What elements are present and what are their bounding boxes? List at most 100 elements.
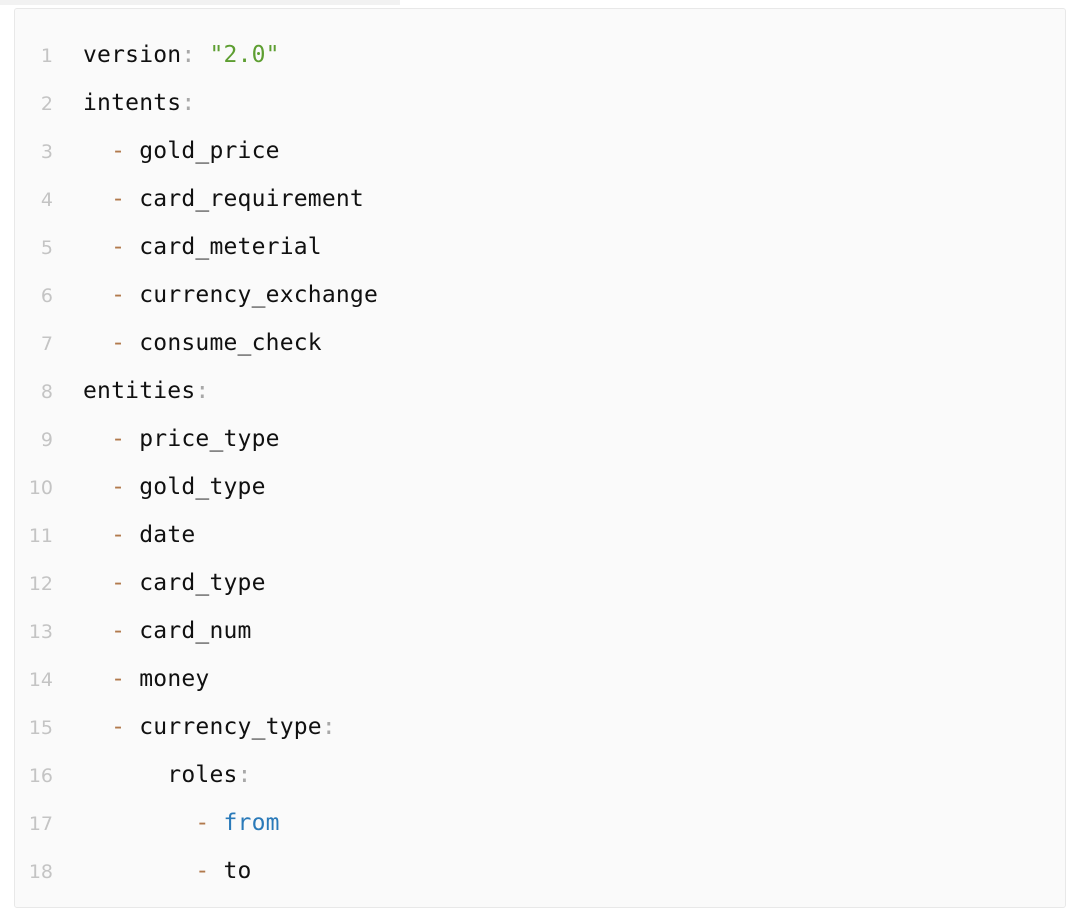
yaml-token-key: card_type	[139, 570, 266, 596]
list-dash-marker: -	[111, 426, 140, 452]
list-dash-marker: -	[111, 618, 140, 644]
indent-spacer	[83, 618, 111, 644]
indent-spacer	[83, 426, 111, 452]
code-line: 5 - card_meterial	[15, 223, 1065, 271]
line-number: 18	[28, 861, 53, 883]
code-line: 16 roles:	[15, 751, 1065, 799]
yaml-token-key: money	[139, 666, 210, 692]
code-line: 15 - currency_type:	[15, 703, 1065, 751]
yaml-token-key: to	[223, 858, 252, 884]
yaml-token-key: roles	[167, 762, 238, 788]
indent-spacer	[83, 522, 111, 548]
yaml-token-key: currency_type	[139, 714, 322, 740]
list-dash-marker: -	[111, 330, 140, 356]
yaml-token-key: entities	[83, 378, 196, 404]
indent-spacer	[83, 570, 111, 596]
code-line-content: - card_requirement	[63, 175, 364, 223]
yaml-token-key: intents	[83, 90, 182, 116]
yaml-token-key: version	[83, 42, 182, 68]
yaml-token-key: gold_type	[139, 474, 266, 500]
code-line-content: - to	[63, 847, 252, 895]
list-dash-marker: -	[111, 234, 140, 260]
code-line: 14 - money	[15, 655, 1065, 703]
indent-spacer	[83, 858, 195, 884]
yaml-token-key: card_requirement	[139, 186, 364, 212]
code-line-content: - date	[63, 511, 195, 559]
indent-spacer	[83, 762, 167, 788]
list-dash-marker: -	[111, 666, 140, 692]
list-dash-marker: -	[195, 858, 224, 884]
top-decoration-strip	[0, 0, 400, 5]
list-dash-marker: -	[111, 474, 140, 500]
list-dash-marker: -	[111, 522, 140, 548]
code-line-content: - price_type	[63, 415, 280, 463]
yaml-token-key: gold_price	[139, 138, 280, 164]
yaml-token-key: card_num	[139, 618, 252, 644]
list-dash-marker: -	[111, 186, 140, 212]
code-line-content: - gold_type	[63, 463, 266, 511]
line-number: 5	[40, 237, 53, 259]
indent-spacer	[83, 186, 111, 212]
code-line-content: - card_num	[63, 607, 252, 655]
code-line-content: - currency_exchange	[63, 271, 378, 319]
yaml-token-key: consume_check	[139, 330, 322, 356]
code-line: 10 - gold_type	[15, 463, 1065, 511]
code-line: 9 - price_type	[15, 415, 1065, 463]
code-line: 18 - to	[15, 847, 1065, 895]
line-number: 10	[28, 477, 53, 499]
line-number: 3	[40, 141, 53, 163]
code-line-content: version: "2.0"	[63, 31, 280, 79]
code-line: 8 entities:	[15, 367, 1065, 415]
yaml-token-colon: :	[237, 762, 252, 788]
code-line-content: roles:	[63, 751, 252, 799]
code-line: 13 - card_num	[15, 607, 1065, 655]
line-number: 6	[40, 285, 53, 307]
line-number: 2	[40, 93, 53, 115]
code-line-content: intents:	[63, 79, 195, 127]
yaml-token-colon: :	[321, 714, 336, 740]
line-number: 11	[28, 525, 53, 547]
indent-spacer	[83, 282, 111, 308]
indent-spacer	[83, 138, 111, 164]
code-line: 17 - from	[15, 799, 1065, 847]
code-line-content: - card_type	[63, 559, 266, 607]
code-line: 2 intents:	[15, 79, 1065, 127]
indent-spacer	[83, 714, 111, 740]
code-line: 7 - consume_check	[15, 319, 1065, 367]
code-line-content: - from	[63, 799, 280, 847]
indent-spacer	[83, 474, 111, 500]
code-line-content: - gold_price	[63, 127, 280, 175]
code-line: 4 - card_requirement	[15, 175, 1065, 223]
code-line-content: entities:	[63, 367, 209, 415]
list-dash-marker: -	[111, 714, 140, 740]
yaml-token-value: "2.0"	[209, 42, 280, 68]
code-line-content: - money	[63, 655, 209, 703]
line-number: 14	[28, 669, 53, 691]
line-number: 7	[40, 333, 53, 355]
yaml-token-colon: :	[181, 42, 196, 68]
list-dash-marker: -	[111, 138, 140, 164]
list-dash-marker: -	[111, 570, 140, 596]
yaml-token-colon: :	[195, 378, 210, 404]
line-number: 13	[28, 621, 53, 643]
yaml-token-colon: :	[181, 90, 196, 116]
line-number: 9	[40, 429, 53, 451]
yaml-token-key: price_type	[139, 426, 280, 452]
indent-spacer	[83, 810, 195, 836]
yaml-token-key: date	[139, 522, 196, 548]
list-dash-marker: -	[195, 810, 224, 836]
line-number: 16	[28, 765, 53, 787]
line-number: 8	[40, 381, 53, 403]
line-number: 12	[28, 573, 53, 595]
indent-spacer	[83, 330, 111, 356]
code-line: 3 - gold_price	[15, 127, 1065, 175]
yaml-token-key: from	[223, 810, 280, 836]
code-line-content: - consume_check	[63, 319, 322, 367]
code-line-content: - card_meterial	[63, 223, 322, 271]
list-dash-marker: -	[111, 282, 140, 308]
code-line: 12 - card_type	[15, 559, 1065, 607]
indent-spacer	[83, 666, 111, 692]
